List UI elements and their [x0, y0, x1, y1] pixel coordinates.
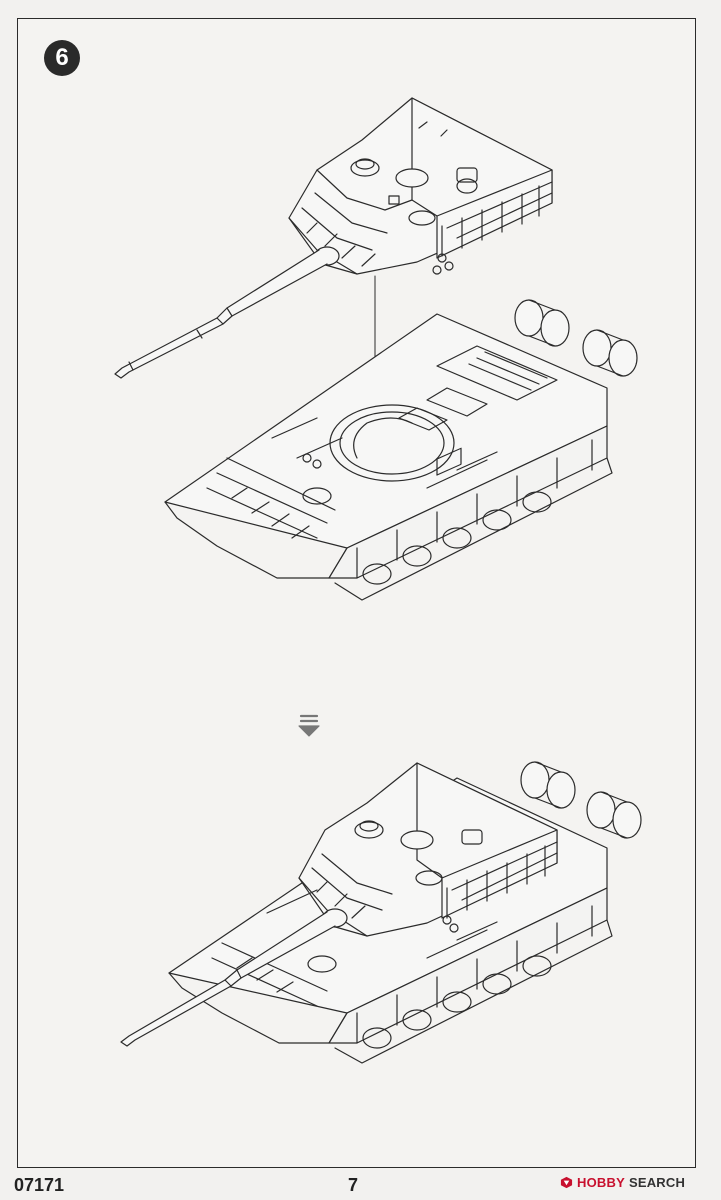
hull-top [164, 299, 638, 601]
brand-hobby: HOBBY [577, 1175, 625, 1190]
assembly-drawing [114, 97, 642, 1064]
brand-watermark: HOBBY SEARCH [560, 1175, 685, 1190]
assembled-tank [120, 761, 642, 1064]
step-number: 6 [55, 44, 69, 71]
kit-code: 07171 [14, 1175, 65, 1195]
page-number: 7 [348, 1175, 359, 1195]
step-number-badge: 6 [44, 40, 80, 76]
brand-search: SEARCH [628, 1175, 686, 1190]
hobby-search-logo-icon [560, 1176, 573, 1189]
down-arrow-icon [298, 714, 320, 737]
turret-exploded [114, 97, 553, 443]
